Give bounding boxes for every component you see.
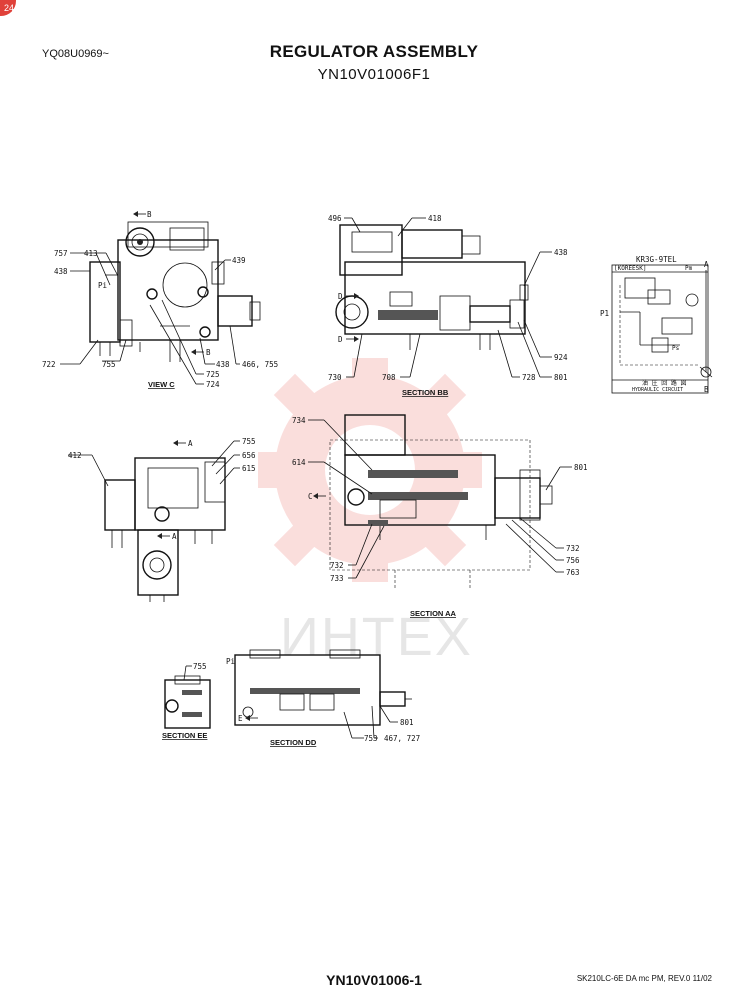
callout-722: 722 (42, 360, 56, 369)
section-label-view-c: VIEW C (148, 380, 175, 389)
circuit-port-b: B (704, 385, 709, 394)
section-label-dd: SECTION DD (270, 738, 317, 747)
dd-port-pi-label: Pi (226, 657, 235, 666)
callout-413: 413 (84, 249, 98, 258)
callout-656: 656 (242, 451, 256, 460)
callout-763: 763 (566, 568, 580, 577)
callout-438-b: 438 (216, 360, 230, 369)
circuit-port-a: A (704, 260, 709, 269)
callout-732-b: 732 (330, 561, 344, 570)
view-c-drawing: 757 413 438 722 755 439 438 466, 755 725… (42, 210, 278, 389)
section-label-bb: SECTION BB (402, 388, 449, 397)
section-ee-drawing: 755 SECTION EE (162, 662, 211, 740)
d-arrow-label: D (338, 292, 343, 301)
part-number: YN10V01006F1 (317, 66, 431, 83)
e-arrow-label: E (238, 714, 243, 723)
callout-801-bb: 801 (554, 373, 568, 382)
callout-439: 439 (232, 256, 246, 265)
page-corner-badge: 24 (0, 0, 16, 16)
callout-724: 724 (206, 380, 220, 389)
callout-755: 755 (102, 360, 116, 369)
callout-418: 418 (428, 214, 442, 223)
callout-708: 708 (382, 373, 396, 382)
hydraulic-circuit-diagram: KR3G-9TEL [KOREESK] P1 A B Pm Ps 油 圧 回 路… (600, 255, 713, 394)
callout-615: 615 (242, 464, 256, 473)
callout-412: 412 (68, 451, 82, 460)
watermark-text: ИНТЕХ (280, 607, 473, 667)
circuit-port-ps: Ps (672, 345, 680, 352)
circuit-footer-en: HYDRAULIC CIRCUIT (632, 387, 683, 393)
callout-467-727: 467, 727 (384, 734, 420, 743)
callout-466-755: 466, 755 (242, 360, 278, 369)
circuit-port-pm: Pm (685, 265, 693, 272)
circuit-footer-kr: 油 圧 回 路 図 (642, 379, 686, 387)
section-aa-left-view: 412 755 656 615 A A (68, 437, 256, 602)
callout-438-bb: 438 (554, 248, 568, 257)
callout-438: 438 (54, 267, 68, 276)
port-pi-label: Pi (98, 281, 107, 290)
footer-revision: SK210LC-6E DA mc PM, REV.0 11/02 (576, 974, 712, 983)
callout-733: 733 (330, 574, 344, 583)
callout-614: 614 (292, 458, 306, 467)
callout-801-aa: 801 (574, 463, 588, 472)
callout-755-ee: 755 (193, 662, 207, 671)
callout-757: 757 (54, 249, 68, 258)
d-arrow-label-bottom: D (338, 335, 343, 344)
callout-753: 753 (364, 734, 378, 743)
callout-801-dd: 801 (400, 718, 414, 727)
page-title: REGULATOR ASSEMBLY (269, 42, 479, 61)
callout-496: 496 (328, 214, 342, 223)
callout-732: 732 (566, 544, 580, 553)
footer-page-code: YN10V01006-1 (326, 972, 422, 988)
callout-756: 756 (566, 556, 580, 565)
b-arrow-label-bottom: B (206, 348, 211, 357)
callout-924: 924 (554, 353, 568, 362)
serial-range: YQ08U0969~ (42, 48, 109, 60)
c-arrow-label: C (308, 492, 313, 501)
section-label-aa: SECTION AA (410, 609, 457, 618)
callout-730: 730 (328, 373, 342, 382)
b-arrow-label: B (147, 210, 152, 219)
callout-734: 734 (292, 416, 306, 425)
circuit-model-label: KR3G-9TEL (636, 255, 677, 264)
callout-755-aa: 755 (242, 437, 256, 446)
circuit-port-pi: P1 (600, 309, 609, 318)
section-label-ee: SECTION EE (162, 731, 207, 740)
a-arrow-label-bottom: A (172, 532, 177, 541)
a-arrow-label: A (188, 439, 193, 448)
callout-728: 728 (522, 373, 536, 382)
section-dd-drawing: 801 753 467, 727 E Pi SECTION DD (226, 649, 420, 747)
callout-725: 725 (206, 370, 220, 379)
section-aa-drawing: 734 614 801 732 756 763 732 733 C SECTIO… (292, 414, 588, 618)
section-bb-drawing: 496 418 438 924 801 728 708 730 D D SECT… (328, 214, 568, 397)
circuit-korean-label: [KOREESK] (614, 265, 647, 272)
